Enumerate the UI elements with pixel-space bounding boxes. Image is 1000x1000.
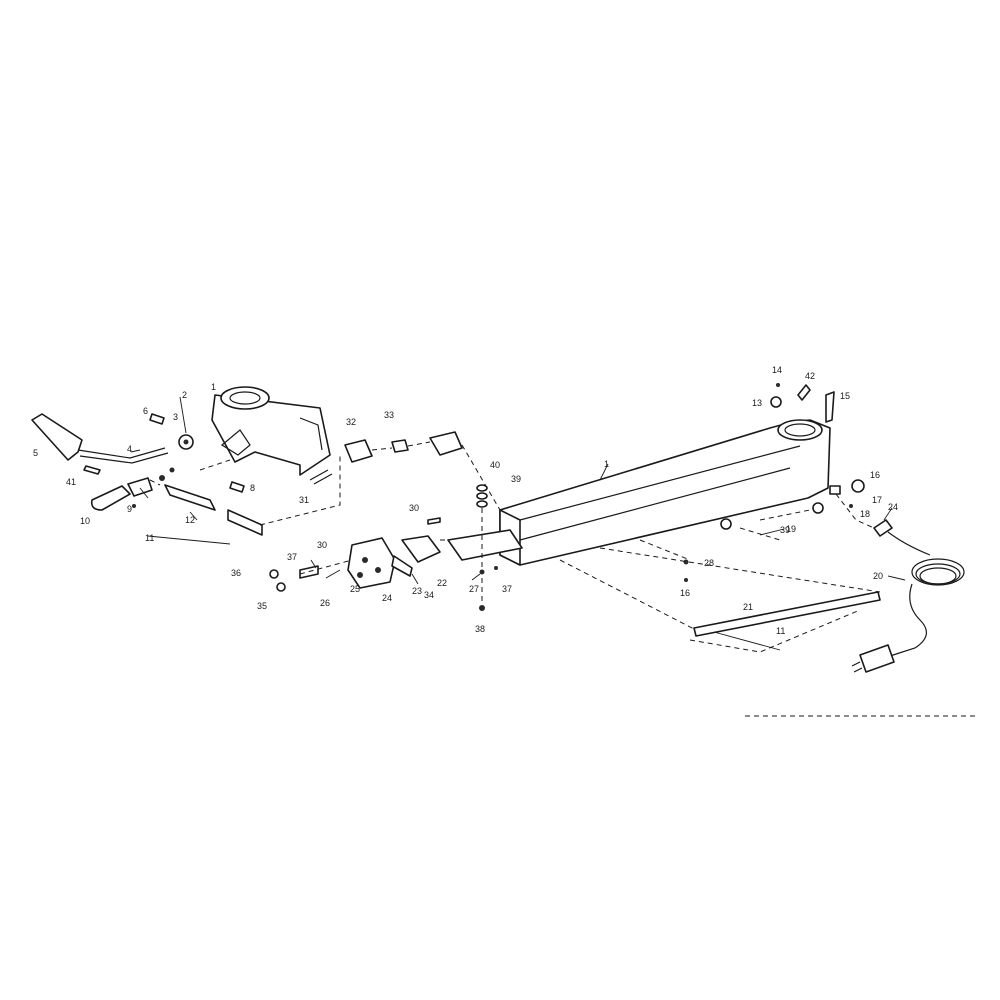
callout-2: 2 [182,390,187,400]
callout-40: 40 [490,460,500,470]
gib-strips-left [164,481,263,536]
callout-11-right: 11 [776,626,785,636]
callout-28: 28 [704,558,714,568]
callout-4: 4 [127,444,132,454]
callout-6: 6 [143,406,148,416]
callout-1-arm: 1 [604,459,609,469]
arm-end-parts [683,383,865,582]
guide-bar [693,591,881,637]
callout-3: 3 [173,412,178,422]
arm-handle-assembly [31,413,194,475]
callout-19: 19 [786,524,796,534]
callout-24-cord: 24 [888,502,898,512]
callout-20: 20 [873,571,883,581]
callout-16-right: 16 [870,470,880,480]
callout-22: 22 [437,578,447,588]
callout-37-a: 37 [287,552,297,562]
callout-25: 25 [350,584,360,594]
power-cord [851,519,965,673]
callout-34: 34 [424,590,434,600]
callout-24-block: 24 [382,593,392,603]
callout-39-a: 39 [511,474,521,484]
callout-37-b: 37 [502,584,512,594]
callout-17: 17 [872,495,882,505]
callout-30-b: 30 [317,540,327,550]
callout-23: 23 [412,586,422,596]
radial-arm [499,419,831,566]
callout-14: 14 [772,365,782,375]
callout-9: 9 [127,504,132,514]
callout-36: 36 [231,568,241,578]
callout-labels: 1 1 2 3 4 5 6 8 9 10 11 11 12 13 14 15 1… [33,365,898,636]
assembly-lines [149,441,881,653]
callout-30-a: 30 [409,503,419,513]
washer-stack [476,484,498,611]
callout-5: 5 [33,448,38,458]
clamp-parts [309,431,463,485]
callout-32: 32 [346,417,356,427]
callout-35: 35 [257,601,267,611]
callout-21: 21 [743,602,753,612]
callout-38: 38 [475,624,485,634]
callout-39-b: 39 [780,525,790,535]
callout-8: 8 [250,483,255,493]
lock-handle [90,467,175,511]
callout-18: 18 [860,509,870,519]
callout-10: 10 [80,516,90,526]
callout-15: 15 [840,391,850,401]
callout-31: 31 [299,495,309,505]
callout-41: 41 [66,477,76,487]
callout-13: 13 [752,398,762,408]
callout-26: 26 [320,598,330,608]
arm-yoke-casting [211,386,331,476]
switch-assembly [269,517,523,592]
callout-1-yoke: 1 [211,382,216,392]
callout-42: 42 [805,371,815,381]
callout-12: 12 [185,515,195,525]
callout-27: 27 [469,584,479,594]
callout-33: 33 [384,410,394,420]
callout-16-low: 16 [680,588,690,598]
callout-11-left: 11 [145,533,154,543]
leader-lines [130,396,906,651]
